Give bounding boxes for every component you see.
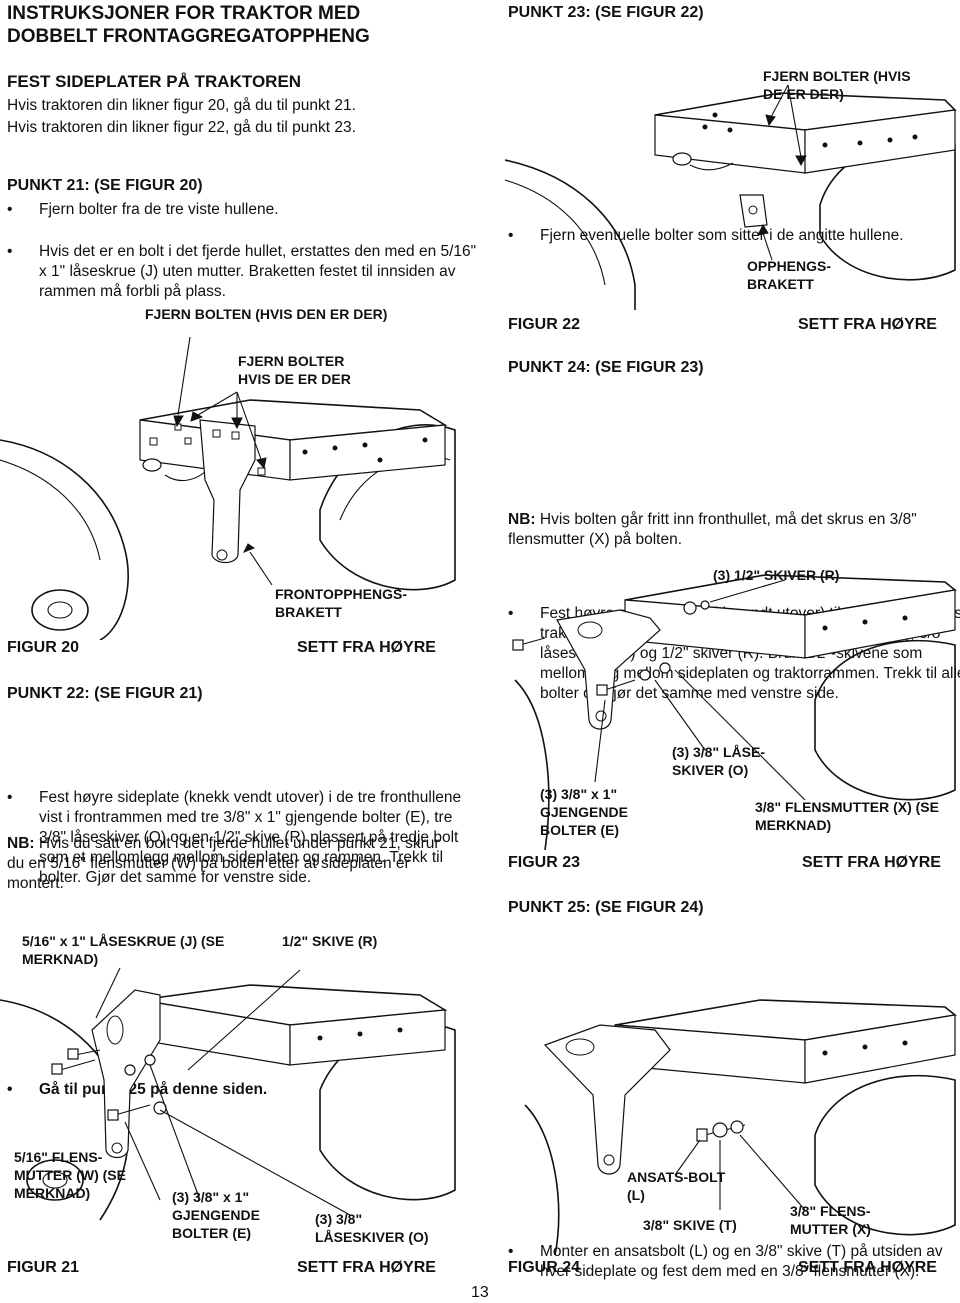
figure22-caption: FIGUR 22 (508, 316, 581, 333)
step24-heading: PUNKT 24: (SE FIGUR 23) (508, 359, 704, 376)
page-title: INSTRUKSJONER FOR TRAKTOR MED DOBBELT FR… (7, 3, 370, 47)
figure20-view: SETT FRA HØYRE (297, 639, 436, 656)
step22-bullet-1: Fest høyre sideplate (knekk vendt utover… (7, 788, 479, 888)
figure20-label-bracket: FRONTOPPHENGS-BRAKETT (275, 586, 407, 620)
figure23-view: SETT FRA HØYRE (802, 854, 941, 871)
step24-note: NB: Hvis bolten går fritt inn fronthulle… (508, 510, 948, 550)
figure23-label-lockwashers: (3) 3/8" LÅSE-SKIVER (O) (672, 744, 765, 778)
figure21-label-flangenut: 5/16" FLENS-MUTTER (W) (SE MERKNAD) (14, 1149, 126, 1201)
figure21-drawing (0, 967, 456, 1221)
step23-heading: PUNKT 23: (SE FIGUR 22) (508, 4, 704, 21)
figure22-view: SETT FRA HØYRE (798, 316, 937, 333)
step24-note-text: Hvis bolten går fritt inn fronthullet, m… (508, 511, 917, 548)
step22-note: NB: Hvis du satt en bolt i det fjerde hu… (7, 834, 447, 894)
figure22-label-remove-bolts: FJERN BOLTER (HVIS DE ER DER) (763, 68, 911, 102)
step21-bullet-1: Fjern bolter fra de tre viste hullene. (7, 200, 479, 220)
figure23-caption: FIGUR 23 (508, 854, 581, 871)
step25-heading: PUNKT 25: (SE FIGUR 24) (508, 899, 704, 916)
figure24-caption: FIGUR 24 (508, 1259, 581, 1276)
step22-bullet-2: Gå til punkt 25 på denne siden. (7, 1080, 479, 1100)
figure20-label-remove-bolt: FJERN BOLTEN (HVIS DEN ER DER) (145, 306, 388, 322)
figure23-label-bolts: (3) 3/8" x 1" GJENGENDE BOLTER (E) (540, 786, 628, 838)
step22-note-label: NB: (7, 835, 35, 852)
step24-note-label: NB: (508, 511, 536, 528)
figure24-label-washer: 3/8" SKIVE (T) (643, 1217, 737, 1233)
figure21-label-washer: 1/2" SKIVE (R) (282, 933, 378, 949)
step22-heading: PUNKT 22: (SE FIGUR 21) (7, 685, 203, 702)
figure21-caption: FIGUR 21 (7, 1259, 80, 1276)
section-heading-sideplates: FEST SIDEPLATER PÅ TRAKTOREN (7, 72, 302, 91)
figure21-label-screw: 5/16" x 1" LÅSESKRUE (J) (SE MERKNAD) (22, 933, 225, 967)
figure23-drawing (512, 574, 957, 850)
step23-bullet: Fjern eventuelle bolter som sitter i de … (508, 226, 960, 246)
figure20-caption: FIGUR 20 (7, 639, 80, 656)
step22-note-text: Hvis du satt en bolt i det fjerde hullet… (7, 835, 440, 892)
sideplates-line-2: Hvis traktoren din likner figur 22, gå d… (7, 119, 356, 136)
figure23-label-nut: 3/8" FLENSMUTTER (X) (SE MERKNAD) (755, 799, 939, 833)
figure23-label-washers: (3) 1/2" SKIVER (R) (713, 567, 840, 583)
step21-bullet-2: Hvis det er en bolt i det fjerde hullet,… (7, 242, 485, 302)
page-number: 13 (471, 1284, 489, 1301)
figure20-label-remove-bolts: FJERN BOLTER HVIS DE ER DER (238, 353, 351, 387)
figure24-label-nut: 3/8" FLENS-MUTTER (X) (790, 1203, 871, 1237)
figure24-view: SETT FRA HØYRE (798, 1259, 937, 1276)
figure21-label-bolts: (3) 3/8" x 1" GJENGENDE BOLTER (E) (172, 1189, 260, 1241)
figure21-label-lockwashers: (3) 3/8" LÅSESKIVER (O) (315, 1211, 429, 1245)
figure20-drawing (0, 336, 456, 640)
step25-bullet: Monter en ansatsbolt (L) og en 3/8" skiv… (508, 1242, 960, 1282)
figure21-view: SETT FRA HØYRE (297, 1259, 436, 1276)
figure24-label-shoulder-bolt: ANSATS-BOLT (L) (627, 1169, 726, 1203)
figure22-drawing (505, 84, 957, 310)
figure22-label-bracket: OPPHENGS-BRAKETT (747, 258, 832, 292)
step21-heading: PUNKT 21: (SE FIGUR 20) (7, 177, 203, 194)
figure24-drawing (524, 999, 957, 1255)
sideplates-line-1: Hvis traktoren din likner figur 20, gå d… (7, 97, 356, 114)
